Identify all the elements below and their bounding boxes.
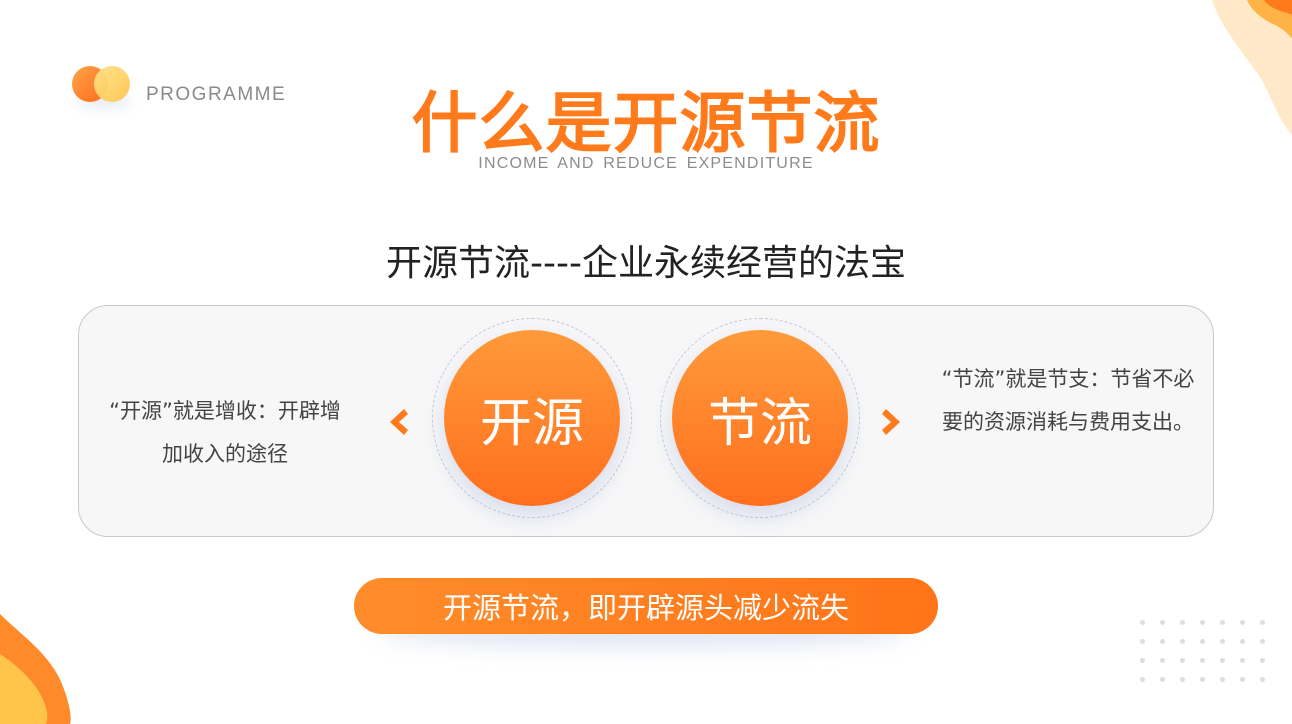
grid-dot	[1220, 677, 1225, 682]
grid-dot	[1260, 677, 1265, 682]
grid-dot	[1180, 620, 1185, 625]
programme-badge: PROGRAMME	[146, 84, 287, 105]
grid-dot	[1140, 677, 1145, 682]
grid-dot	[1220, 620, 1225, 625]
page-title: 什么是开源节流	[411, 85, 881, 162]
grid-dot	[1240, 677, 1245, 682]
grid-dot	[1200, 677, 1205, 682]
chevron-left-icon	[390, 409, 408, 435]
grid-dot	[1160, 639, 1165, 644]
right-description: “节流”就是节支：节省不必要的资源消耗与费用支出。	[941, 367, 1195, 434]
left-description: “开源”就是增收：开辟增加收入的途径	[109, 399, 341, 466]
grid-dot	[1260, 658, 1265, 663]
grid-dot	[1160, 620, 1165, 625]
circle-ring-right	[660, 318, 860, 518]
content-panel	[78, 305, 1214, 537]
grid-dot	[1140, 658, 1145, 663]
grid-dot	[1180, 677, 1185, 682]
decorative-blob-top-right	[1212, 0, 1292, 135]
grid-dot	[1200, 639, 1205, 644]
grid-dot	[1180, 658, 1185, 663]
grid-dot	[1200, 620, 1205, 625]
circle-jieliu: 节流	[672, 330, 848, 506]
grid-dot	[1240, 658, 1245, 663]
grid-dot	[1180, 639, 1185, 644]
grid-dot	[1160, 677, 1165, 682]
grid-dot	[1240, 639, 1245, 644]
grid-dot	[1200, 658, 1205, 663]
grid-dot	[1220, 639, 1225, 644]
summary-pill: 开源节流，即开辟源头减少流失	[354, 578, 938, 634]
decorative-blob-bottom-left	[0, 614, 71, 724]
grid-dot	[1160, 658, 1165, 663]
dot-grid-pattern	[1140, 620, 1270, 684]
logo-circles-icon	[70, 64, 140, 108]
grid-dot	[1260, 639, 1265, 644]
circle-ring-left	[432, 318, 632, 518]
page-subtitle: INCOME AND REDUCE EXPENDITURE	[478, 155, 814, 172]
circle-kaiyuan: 开源	[444, 330, 620, 506]
chevron-right-icon	[882, 409, 900, 435]
section-heading: 开源节流----企业永续经营的法宝	[386, 243, 906, 284]
grid-dot	[1240, 620, 1245, 625]
grid-dot	[1140, 620, 1145, 625]
grid-dot	[1140, 639, 1145, 644]
grid-dot	[1220, 658, 1225, 663]
grid-dot	[1260, 620, 1265, 625]
